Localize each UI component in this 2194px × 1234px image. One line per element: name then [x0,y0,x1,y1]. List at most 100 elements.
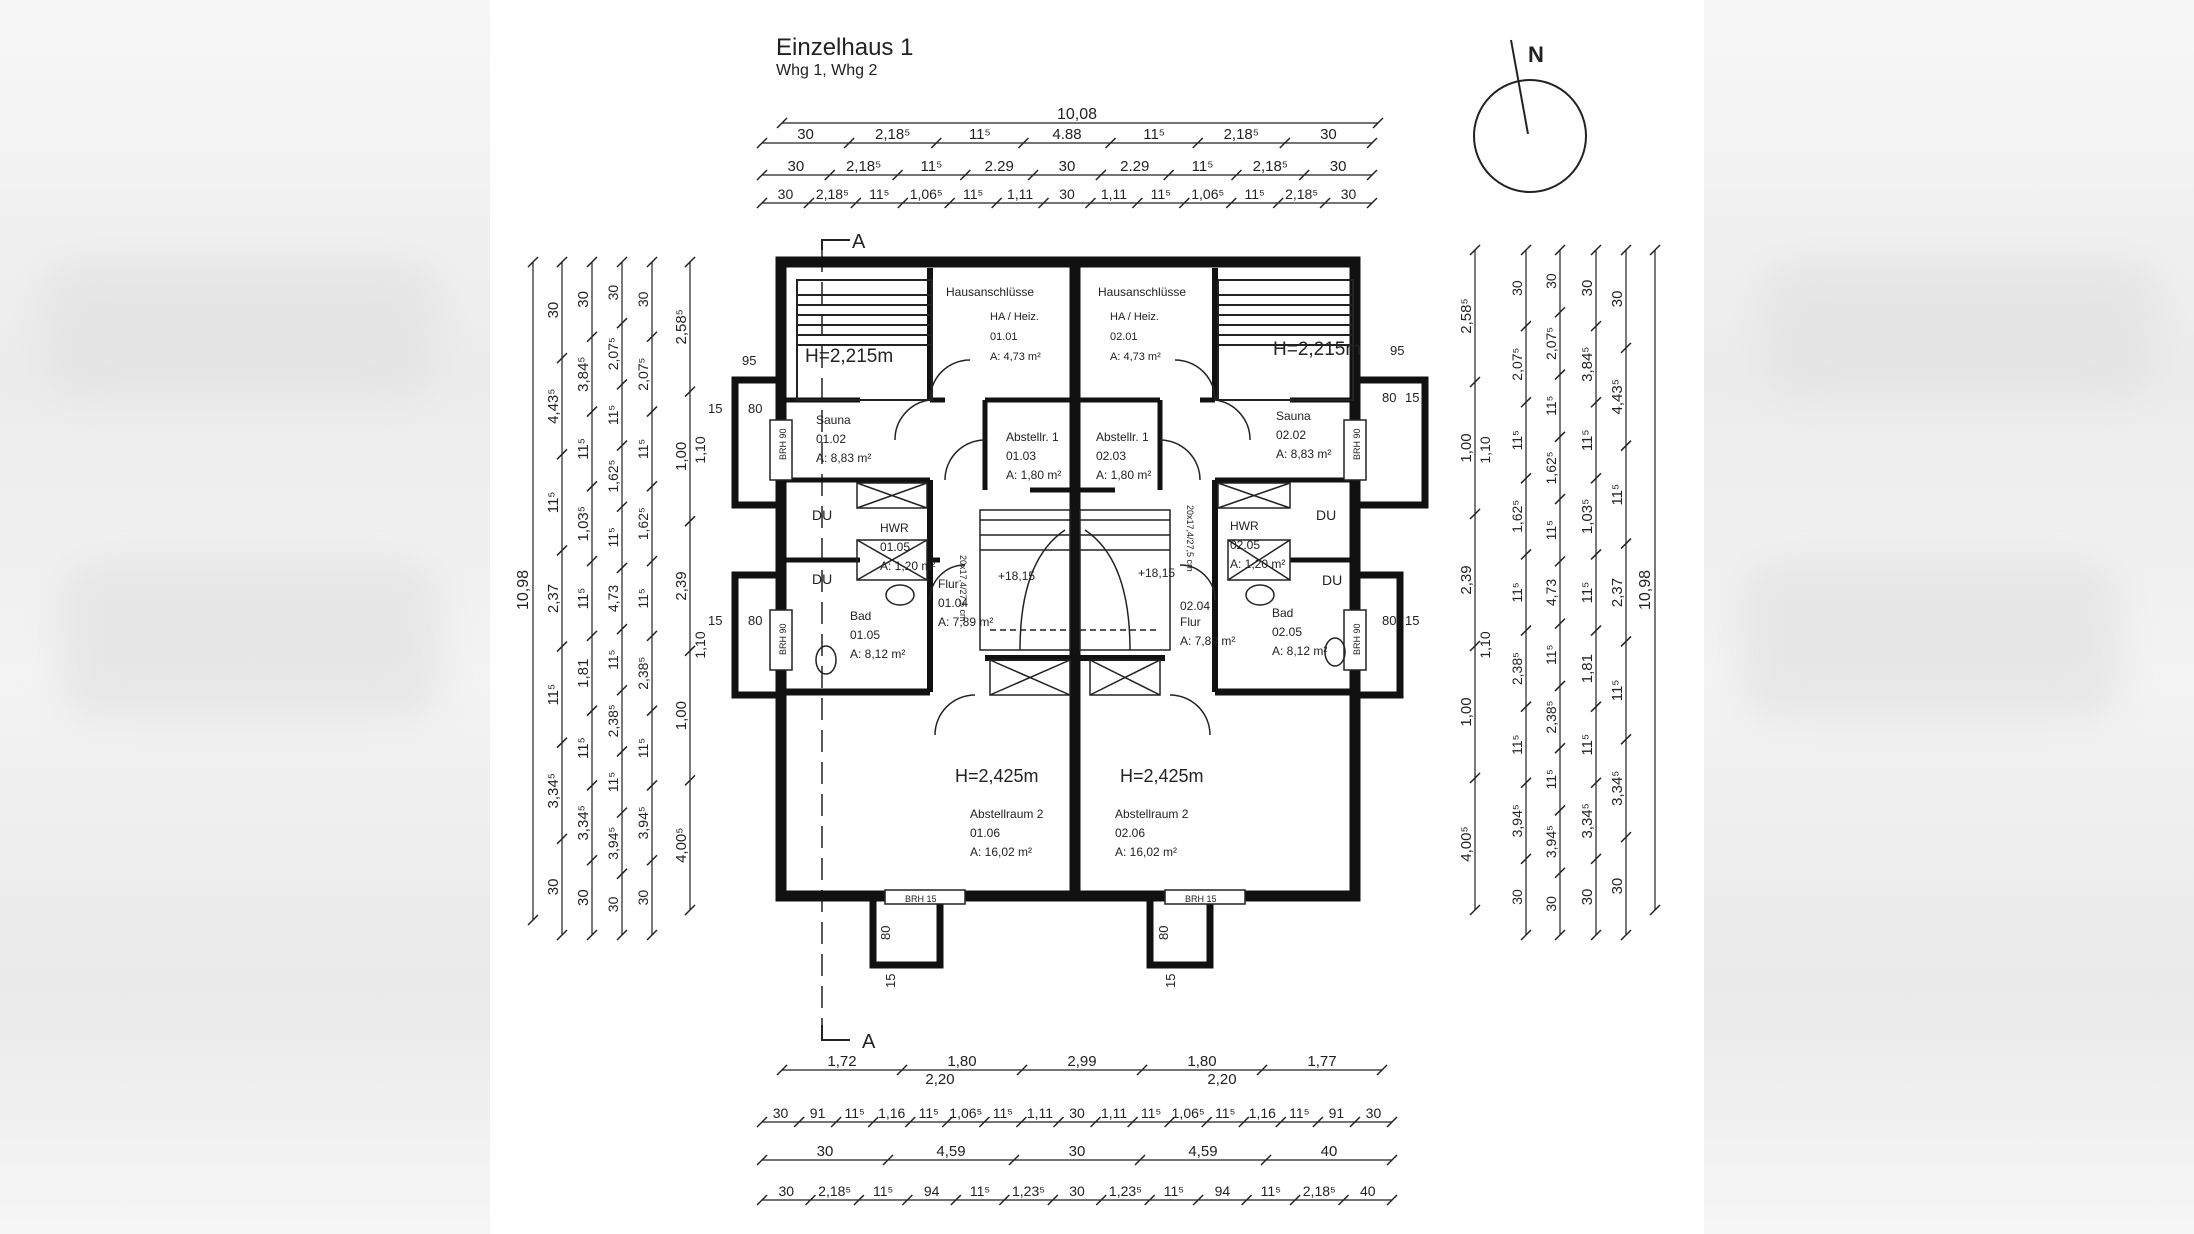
dimension-value: 30 [545,302,562,319]
dimension-tick [1312,1116,1324,1128]
svg-text:A: 8,12 m²: A: 8,12 m² [850,647,905,661]
dimension-value: 3,94⁵ [605,827,621,860]
dimension-tick [1192,137,1204,149]
dimension-value: 1,81 [1579,654,1596,683]
section-marker-top: A [821,231,866,253]
dimension-value: 2,18⁵ [818,1183,851,1199]
dimension-value: 3,34⁵ [1609,771,1626,806]
dimension-tick [1590,396,1602,408]
dimension-tick [646,555,658,567]
dimension-tick [1338,1194,1350,1206]
dimension-tick [1620,342,1632,354]
dimension-tick [586,854,598,866]
lightwell-dim: 15 [1405,613,1419,628]
dimension-value: 30 [1059,158,1076,175]
dimension-tick [1554,742,1566,754]
dimension-tick [843,137,855,149]
dimension-value: 11⁵ [545,684,562,706]
dimension-value: 1,03⁵ [575,506,592,541]
dimension-value: 1,11 [1101,1105,1127,1121]
room-label-sauna: Sauna 01.02 A: 8,83 m² [816,413,871,465]
dimension-value: 1,10 [1477,436,1493,463]
svg-text:HA / Heiz.: HA / Heiz. [990,311,1039,323]
window-label: BRH 15 [1185,894,1217,904]
lightwell-dim: 95 [1390,343,1404,358]
room-label-abstellr-1: Abstellr. 1 01.03 A: 1,80 m² [1006,430,1061,482]
dimension-tick [941,1116,953,1128]
dimension-value: 11⁵ [1579,582,1596,604]
dimension-value: 3,34⁵ [1579,803,1596,838]
dimension-tick [756,197,768,209]
dimension-tick [616,378,628,390]
room-label-bad: Bad 02.05 A: 8,12 m² [1272,606,1327,658]
dimension-value: 30 [773,1105,789,1121]
dimension-value: 30 [1069,1143,1086,1160]
dimension-value: 11⁵ [844,1105,864,1121]
central-stairs [979,509,1171,651]
dimension-value: 30 [1579,280,1596,297]
dimension-tick [1520,472,1532,484]
dimension-tick [1144,1194,1156,1206]
height-label: H=2,215m [805,346,893,367]
room-label-flur: Flur A: 7,89 m² [1180,615,1235,648]
dimension-tick [1620,538,1632,550]
room-label-abstellraum-2: Abstellraum 2 01.06 A: 16,02 m² [970,807,1044,859]
dimension-tick [853,1194,865,1206]
dimension-tick [1136,1064,1148,1076]
dimension-tick [556,929,568,941]
dimension-tick [646,630,658,642]
dimension-value: 30 [1579,889,1596,906]
dimension-tick [616,684,628,696]
dimension-tick [1590,320,1602,332]
stair-top-right [1217,279,1354,401]
dimension-tick [1469,640,1481,652]
dimension-value: 11⁵ [1192,158,1214,175]
dimension-tick [527,256,539,268]
dimension-tick [1469,772,1481,784]
dimension-tick [556,833,568,845]
dimension-value: 11⁵ [1543,396,1559,416]
room-label-flur: Flur 01.04 A: 7,89 m² [938,577,993,629]
dimension-value: 11⁵ [970,1183,990,1199]
svg-text:Sauna: Sauna [816,413,851,427]
dimension-tick [1620,733,1632,745]
dimension-value: 11⁵ [1143,126,1165,143]
dimension-tick [1520,625,1532,637]
dimension-value: 11⁵ [1141,1105,1161,1121]
dimension-value: 11⁵ [605,527,621,547]
dimension-tick [1095,169,1107,181]
dimension-value: 11⁵ [575,438,592,460]
dimension-tick [1017,137,1029,149]
dimension-tick [556,641,568,653]
dimension-tick [756,137,768,149]
svg-text:01.05: 01.05 [880,540,910,554]
dimension-tick [1469,244,1481,256]
dimension-value: 30 [635,291,651,307]
svg-text:A: 4,73 m²: A: 4,73 m² [1110,351,1161,363]
dimension-value: 11⁵ [605,650,621,670]
dimension-value: 1,62⁵ [635,507,651,540]
dimension-tick [586,929,598,941]
dimension-tick [1015,1116,1027,1128]
dimension-tick [1554,369,1566,381]
dimension-tick [1520,853,1532,865]
dimension-value: 11⁵ [1245,186,1265,202]
dimension-tick [1272,197,1284,209]
dimension-value: 2.29 [1120,158,1149,175]
north-arrow-icon: N [1473,39,1587,193]
dimension-value: 30 [1059,186,1075,202]
dimension-tick [1376,1064,1388,1076]
dimension-total: 10,98 [1637,570,1654,610]
stair-spec: 20x17,4/27,5 cm [1185,505,1195,572]
dimension-value: 11⁵ [1151,186,1171,202]
dimension-value: 2,37 [1609,578,1626,607]
dimension-tick [1319,197,1331,209]
svg-text:01.03: 01.03 [1006,449,1036,463]
dimension-tick [1163,169,1175,181]
dimension-tick [1192,1194,1204,1206]
dimension-tick [776,1064,788,1076]
dimension-value: 3,84⁵ [575,356,592,391]
section-marker-bottom: A [821,1025,876,1053]
dimension-tick [882,1154,894,1166]
dimension-tick [556,352,568,364]
